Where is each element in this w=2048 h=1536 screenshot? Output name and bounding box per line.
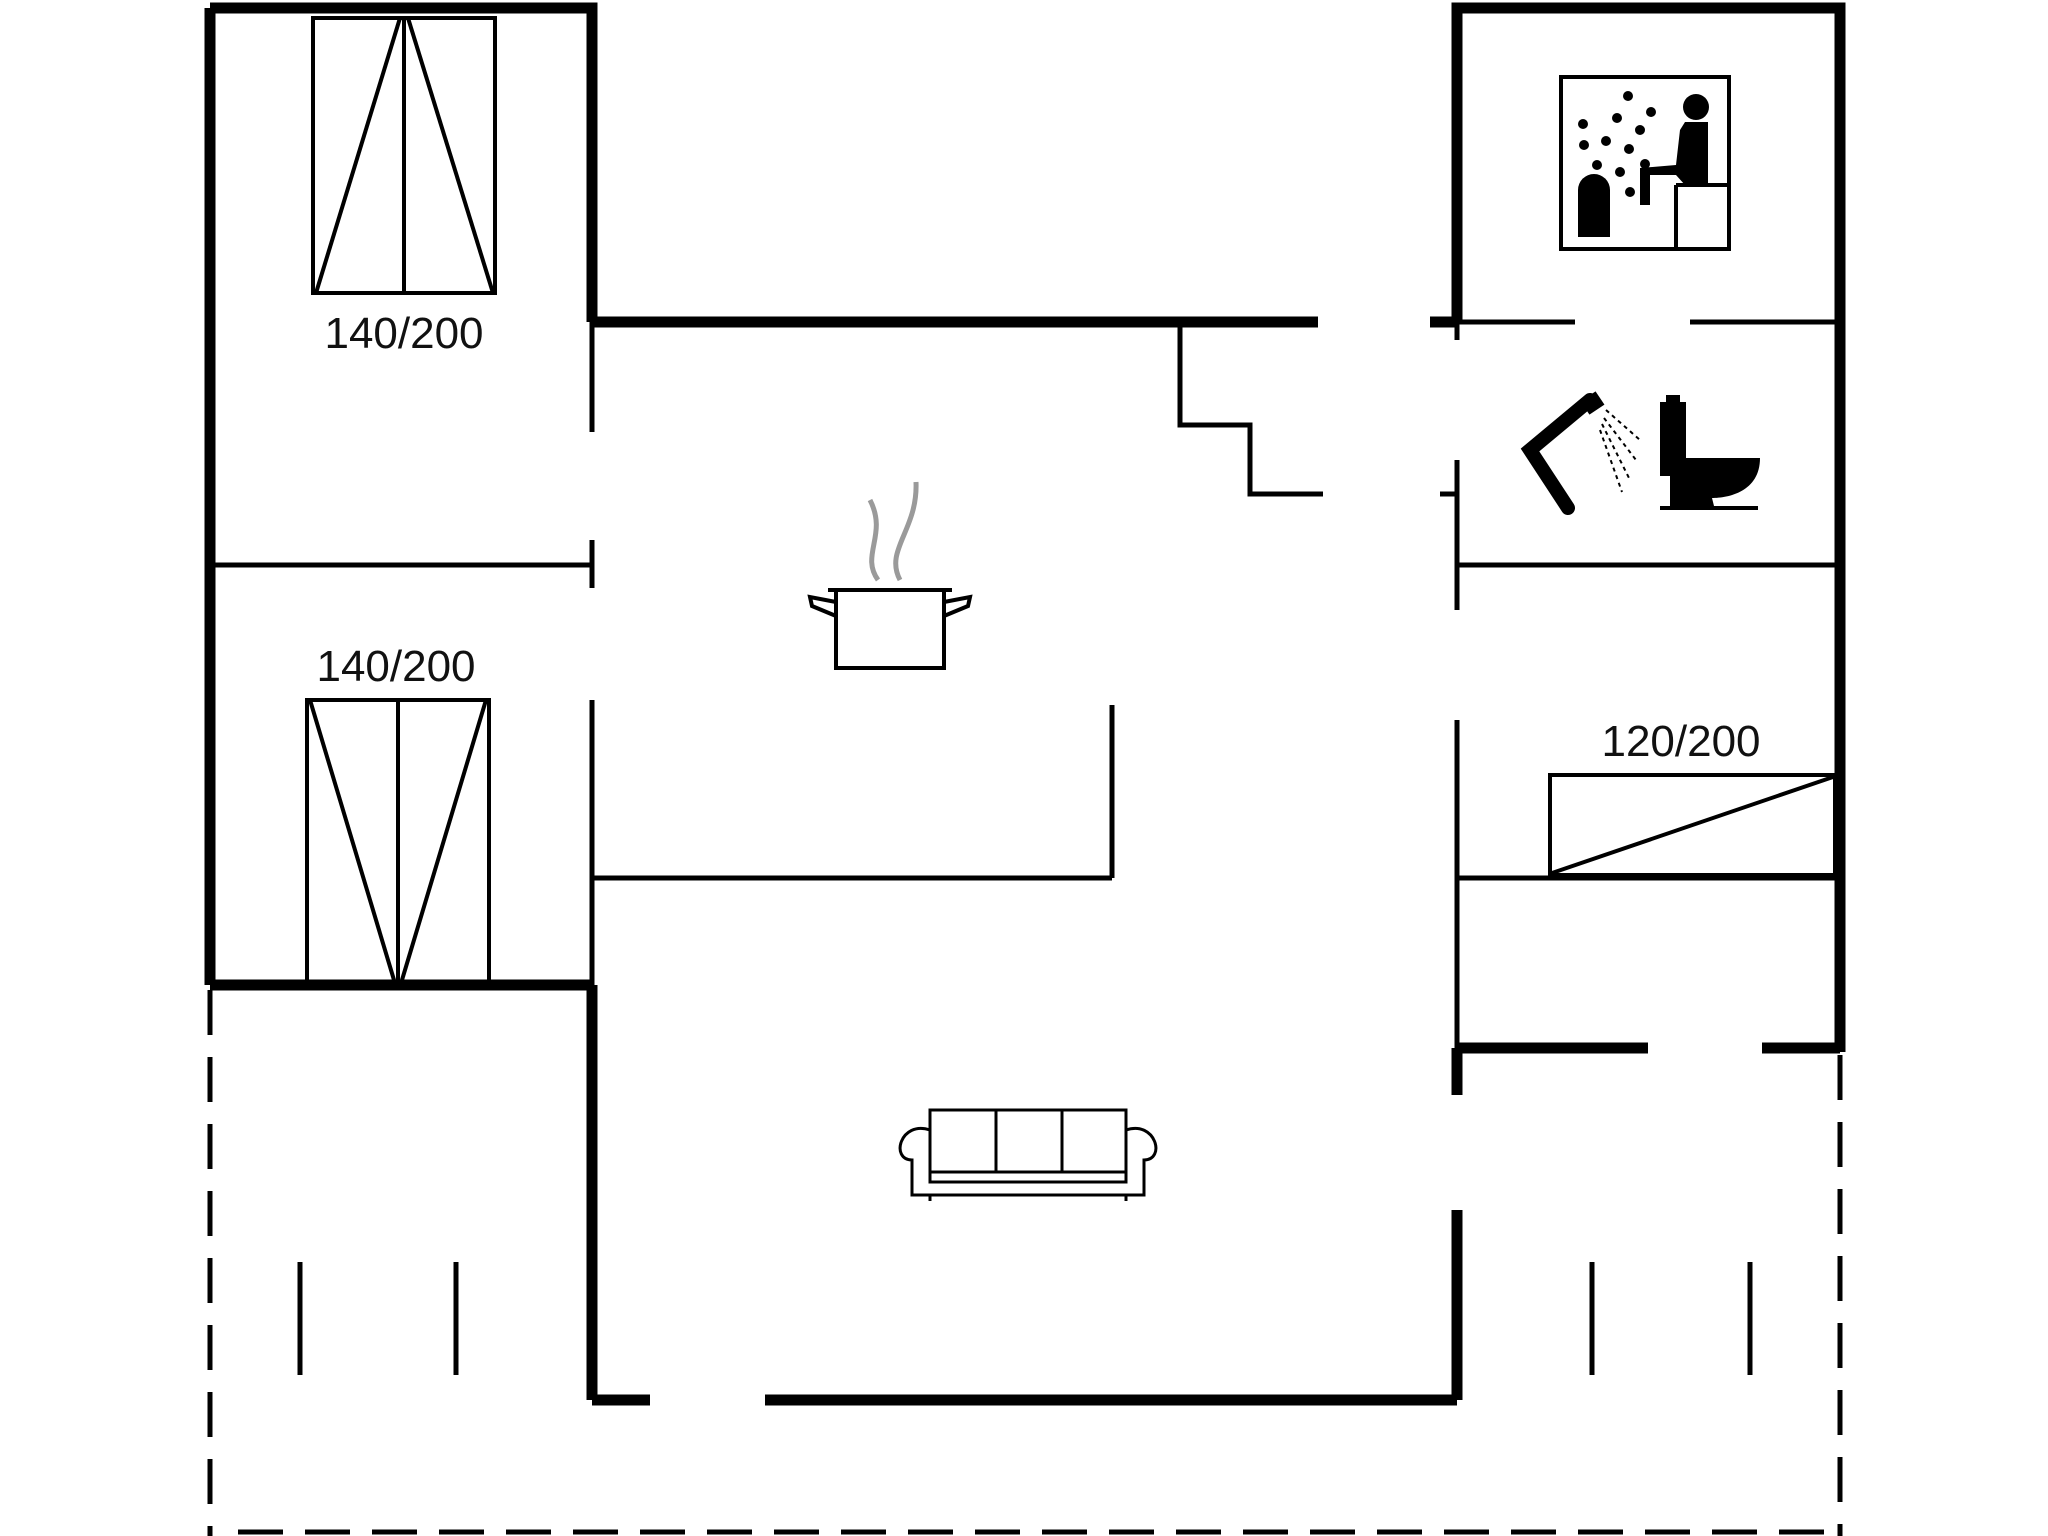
single-bed-icon — [1548, 773, 1837, 877]
shower-icon — [1520, 391, 1641, 515]
exterior-walls — [204, 2, 1846, 1406]
bed-size-label: 120/200 — [1601, 717, 1760, 766]
toilet-icon — [1660, 395, 1760, 510]
sauna-icon — [1559, 75, 1731, 251]
double-bed-icon — [311, 16, 497, 295]
double-bed-icon — [305, 698, 491, 984]
bed-size-label: 140/200 — [324, 309, 483, 358]
interior-walls — [210, 319, 1840, 1048]
staircase — [1177, 322, 1323, 497]
terrace-posts — [297, 1262, 1753, 1375]
kitchen-pot-icon — [807, 481, 973, 670]
sofa-icon — [898, 1108, 1158, 1201]
terrace-outline — [207, 990, 1843, 1536]
bed-size-label: 140/200 — [316, 642, 475, 691]
